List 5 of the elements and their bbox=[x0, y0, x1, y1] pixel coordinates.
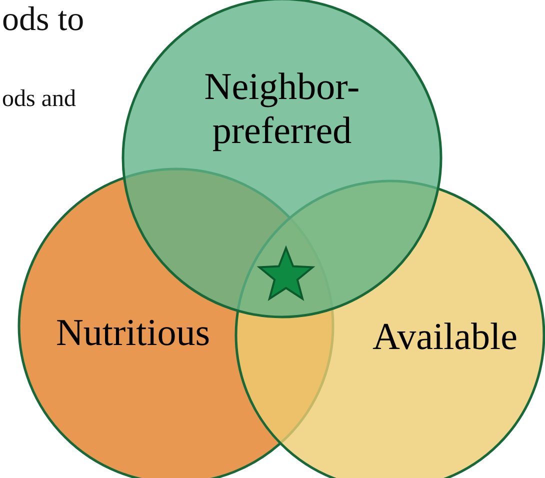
circle-label: Available bbox=[372, 316, 518, 360]
circle-label: Neighbor-preferred bbox=[203, 66, 361, 154]
text-fragment: ods to bbox=[2, 0, 84, 40]
text-fragment: ods and bbox=[2, 86, 76, 114]
circle-label: Nutritious bbox=[54, 312, 212, 356]
